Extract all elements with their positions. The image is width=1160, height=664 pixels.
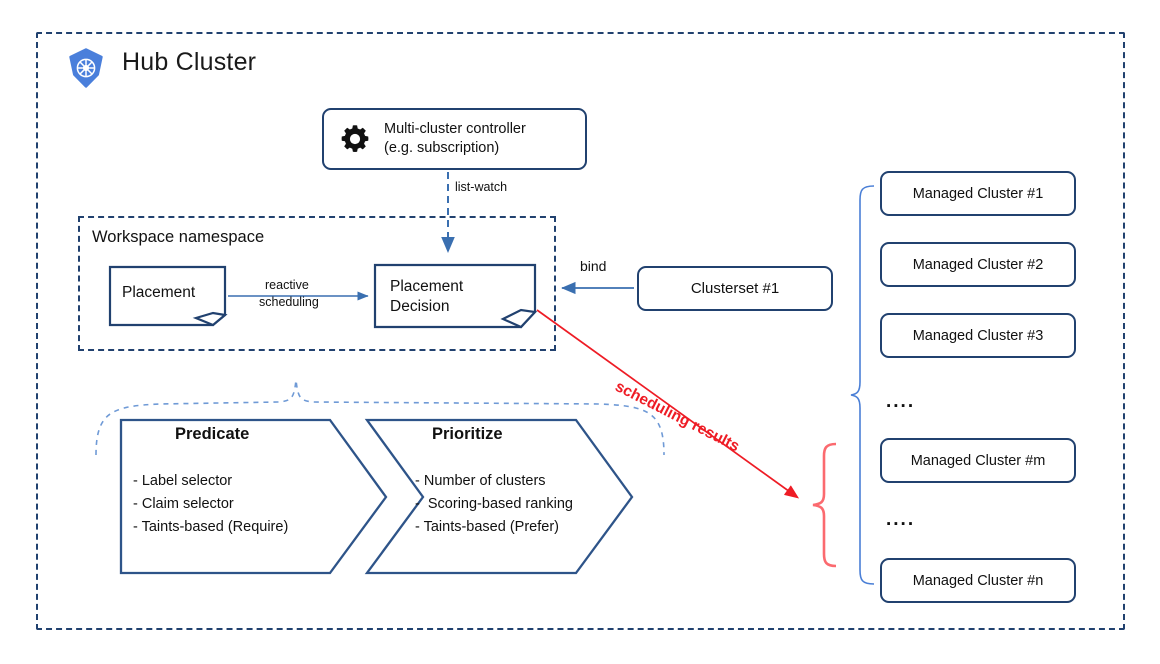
controller-line-1: Multi-cluster controller [384,121,526,137]
managed-cluster-label: Managed Cluster #2 [912,256,1044,273]
kubernetes-icon [69,48,103,88]
page-title: Hub Cluster [122,48,257,76]
predicate-title: Predicate [175,425,250,443]
placement-decision-line-2: Decision [390,298,450,315]
managed-cluster-label: Managed Cluster #m [910,452,1046,469]
clusterset-label: Clusterset #1 [690,280,780,297]
workspace-namespace-label: Workspace namespace [92,228,265,246]
bind-label: bind [580,258,607,274]
managed-cluster-3[interactable]: Managed Cluster #3 [880,313,1076,358]
hub-cluster-boundary [36,32,1125,630]
prioritize-title: Prioritize [432,425,503,443]
list-watch-label: list-watch [455,180,508,194]
placement-decision-line-1: Placement [390,278,464,295]
workspace-namespace-boundary [78,216,556,351]
controller-line-2: (e.g. subscription) [384,140,500,156]
managed-cluster-m[interactable]: Managed Cluster #m [880,438,1076,483]
managed-cluster-1[interactable]: Managed Cluster #1 [880,171,1076,216]
controller-label: Multi-cluster controller (e.g. subscript… [384,120,526,158]
managed-cluster-2[interactable]: Managed Cluster #2 [880,242,1076,287]
managed-cluster-label: Managed Cluster #3 [912,327,1044,344]
ellipsis-upper: .... [886,391,916,412]
multi-cluster-controller-node[interactable]: Multi-cluster controller (e.g. subscript… [322,108,587,170]
managed-cluster-label: Managed Cluster #1 [912,185,1044,202]
reactive-label-line-1: reactive [265,278,309,292]
clusterset-node[interactable]: Clusterset #1 [637,266,833,311]
reactive-label-line-2: scheduling [259,295,319,309]
placement-decision-node-label: Placement Decision [390,277,463,317]
prioritize-items: - Number of clusters - Scoring-based ran… [415,473,573,535]
gear-icon [341,125,369,152]
ellipsis-lower: .... [886,509,916,530]
placement-node-label: Placement [122,284,196,301]
managed-cluster-n[interactable]: Managed Cluster #n [880,558,1076,603]
predicate-items: - Label selector - Claim selector - Tain… [133,473,289,535]
managed-cluster-label: Managed Cluster #n [912,572,1044,589]
